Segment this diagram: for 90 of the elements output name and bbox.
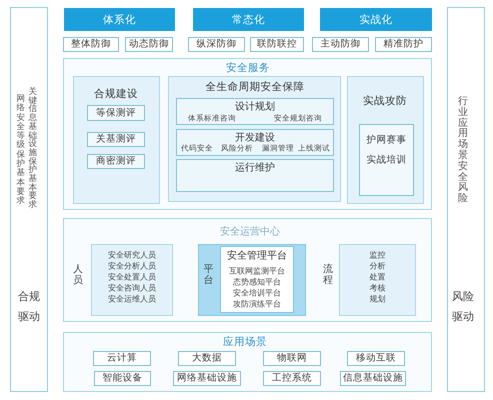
service-panel — [168, 76, 341, 202]
tag-label: 等保测评 — [96, 108, 136, 119]
section-panel — [63, 218, 432, 322]
service-panel — [73, 76, 160, 204]
tag-label: 联防联控 — [257, 40, 297, 50]
service-box — [176, 159, 334, 192]
list-item: 攻防演练平台 — [233, 298, 281, 308]
box-title: 开发建设 — [235, 132, 275, 144]
platform-card — [220, 246, 294, 313]
list-item: 态势感知平台 — [233, 276, 281, 286]
tag-label: 关基测评 — [96, 134, 136, 146]
vertical-label: 流程 — [322, 264, 334, 286]
tag-box — [340, 371, 406, 386]
tag-box — [94, 371, 151, 386]
list-panel — [91, 244, 173, 316]
tag-box — [263, 371, 321, 386]
panel-title: 全生命周期安全保障 — [206, 80, 304, 94]
list-item: 分析 — [370, 261, 386, 271]
list-item: 考核 — [370, 283, 386, 293]
vertical-label: 人员 — [72, 264, 84, 286]
item-box — [87, 105, 145, 121]
side-column — [10, 7, 48, 392]
vertical-label: 平台 — [203, 264, 214, 286]
tag-label: 纵深防御 — [196, 40, 236, 50]
tag-label: 智能设备 — [102, 374, 142, 384]
tag-box — [173, 371, 241, 386]
tag-box — [375, 37, 432, 52]
service-box — [176, 129, 334, 156]
box-title: 安全管理平台 — [227, 250, 287, 262]
list-item: 安全培训平台 — [233, 288, 281, 298]
tag-label: 大数据 — [192, 354, 222, 364]
list-item: 监控 — [370, 250, 386, 260]
tag-box — [93, 351, 151, 366]
vertical-caption: 行业应用场景安全风险 — [458, 97, 468, 205]
item-box — [359, 124, 414, 196]
tag-box — [188, 37, 245, 52]
service-panel — [347, 76, 424, 204]
tag-label: 护网赛事 — [366, 136, 406, 146]
service-box — [176, 98, 334, 125]
tag-label: 工控系统 — [272, 374, 312, 384]
header-banner — [64, 8, 175, 31]
tag-box — [63, 37, 119, 52]
list-item: 安全研究人员 — [108, 250, 156, 260]
header-banner — [320, 8, 432, 31]
tag-label: 移动互联 — [356, 354, 396, 364]
list-item: 安全咨询人员 — [108, 283, 156, 293]
tag-label: 网络基础设施 — [177, 374, 237, 384]
section-panel — [63, 58, 432, 210]
list-item: 规划 — [370, 294, 386, 304]
tag-label: 整体防御 — [71, 40, 111, 50]
tag-box — [263, 351, 321, 366]
box-title: 设计规划 — [235, 101, 275, 113]
side-caption: 风险驱动 — [452, 289, 474, 325]
tag-label: 实战培训 — [366, 156, 406, 166]
item-box — [87, 154, 145, 169]
platform-panel — [198, 244, 306, 316]
banner-title: 实战化 — [360, 14, 392, 26]
vertical-caption: 关键信息基础设施保护基本要求 — [28, 88, 38, 210]
item-box — [87, 132, 145, 147]
vertical-caption: 网络安全等级保护基本要求 — [16, 95, 26, 207]
tag-label: 主动防御 — [320, 40, 360, 50]
list-panel — [339, 244, 416, 316]
banner-title: 体系化 — [103, 14, 136, 26]
tag-box — [125, 37, 173, 52]
panel-title: 实战攻防 — [363, 94, 407, 108]
section-title: 安全服务 — [226, 62, 270, 74]
list-item: 处置 — [370, 272, 386, 282]
tag-box — [250, 37, 304, 52]
list-item: 安全分析人员 — [108, 261, 156, 271]
section-title: 应用场景 — [223, 336, 267, 348]
tag-label: 信息基础设施 — [343, 374, 403, 384]
box-title: 运行维护 — [235, 162, 275, 174]
list-item: 互联网监测平台 — [229, 266, 285, 276]
tag-label: 动态防御 — [129, 40, 169, 50]
tag-box — [347, 351, 405, 366]
tag-label: 物联网 — [277, 354, 307, 364]
panel-title: 合规建设 — [94, 88, 138, 100]
section-title: 安全运营中心 — [220, 226, 280, 238]
list-item: 安全处置人员 — [108, 272, 156, 282]
section-panel — [63, 332, 432, 392]
banner-title: 常态化 — [232, 14, 265, 26]
tag-box — [178, 351, 236, 366]
side-column — [447, 7, 485, 392]
tag-box — [312, 37, 369, 52]
tag-label: 商密测评 — [96, 156, 136, 168]
side-caption: 合规驱动 — [18, 289, 40, 325]
list-item: 安全运维人员 — [108, 294, 156, 304]
tag-label: 精准防护 — [384, 40, 424, 50]
tag-label: 云计算 — [107, 354, 137, 364]
header-banner — [193, 8, 304, 31]
